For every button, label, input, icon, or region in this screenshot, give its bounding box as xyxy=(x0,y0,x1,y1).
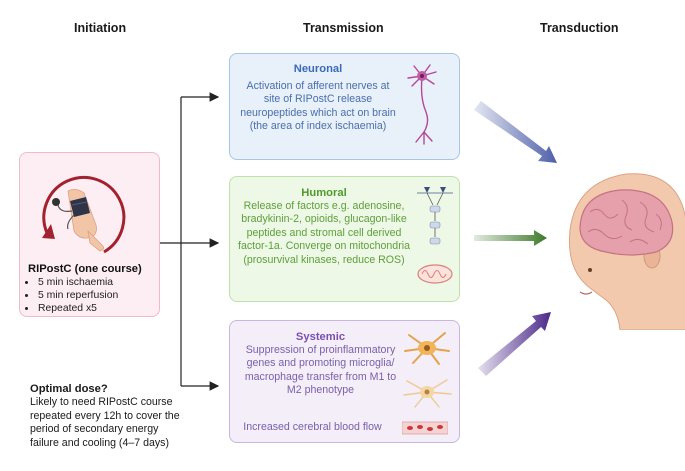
neuronal-to-brain-arrow xyxy=(474,101,557,163)
signaling-pathway-icon xyxy=(417,187,453,245)
mitochondrion-icon xyxy=(417,264,453,284)
list-item: Repeated x5 xyxy=(37,302,118,315)
header-transduction: Transduction xyxy=(540,21,619,35)
systemic-description: Suppression of proinflammatory genes and… xyxy=(244,344,397,397)
systemic-to-brain-arrow xyxy=(478,312,551,376)
list-item: 5 min reperfusion xyxy=(37,289,118,302)
neuronal-box: Neuronal Activation of afferent nerves a… xyxy=(229,53,460,160)
humoral-box: Humoral Release of factors e.g. adenosin… xyxy=(229,176,460,302)
optimal-dose-note: Optimal dose? Likely to need RIPostC cou… xyxy=(30,382,190,450)
optimal-dose-text: Likely to need RIPostC course repeated e… xyxy=(30,396,180,449)
ripostc-title: RIPostC (one course) xyxy=(28,263,142,275)
header-transmission: Transmission xyxy=(303,21,384,35)
neuronal-description: Activation of afferent nerves at site of… xyxy=(240,80,396,133)
systemic-title: Systemic xyxy=(295,331,346,343)
arm-cuff-illustration xyxy=(42,175,126,254)
microglia-icon xyxy=(404,332,450,365)
infant-brain-illustration xyxy=(568,173,685,330)
ripostc-protocol-list: 5 min ischaemia 5 min reperfusion Repeat… xyxy=(26,276,118,316)
macrophage-icon xyxy=(403,379,452,408)
humoral-to-brain-arrow xyxy=(474,230,547,246)
blood-vessel-icon xyxy=(402,421,448,435)
header-initiation: Initiation xyxy=(74,21,127,35)
neuronal-title: Neuronal xyxy=(293,63,343,75)
list-item: 5 min ischaemia xyxy=(37,276,118,289)
systemic-box: Systemic Suppression of proinflammatory … xyxy=(229,320,460,443)
initiation-box: RIPostC (one course) 5 min ischaemia 5 m… xyxy=(19,152,160,317)
humoral-description: Release of factors e.g. adenosine, brady… xyxy=(238,200,410,266)
optimal-dose-title: Optimal dose? xyxy=(30,383,108,395)
blood-flow-text: Increased cerebral blood flow xyxy=(243,421,382,433)
humoral-title: Humoral xyxy=(301,187,347,199)
neuron-icon xyxy=(407,64,437,145)
